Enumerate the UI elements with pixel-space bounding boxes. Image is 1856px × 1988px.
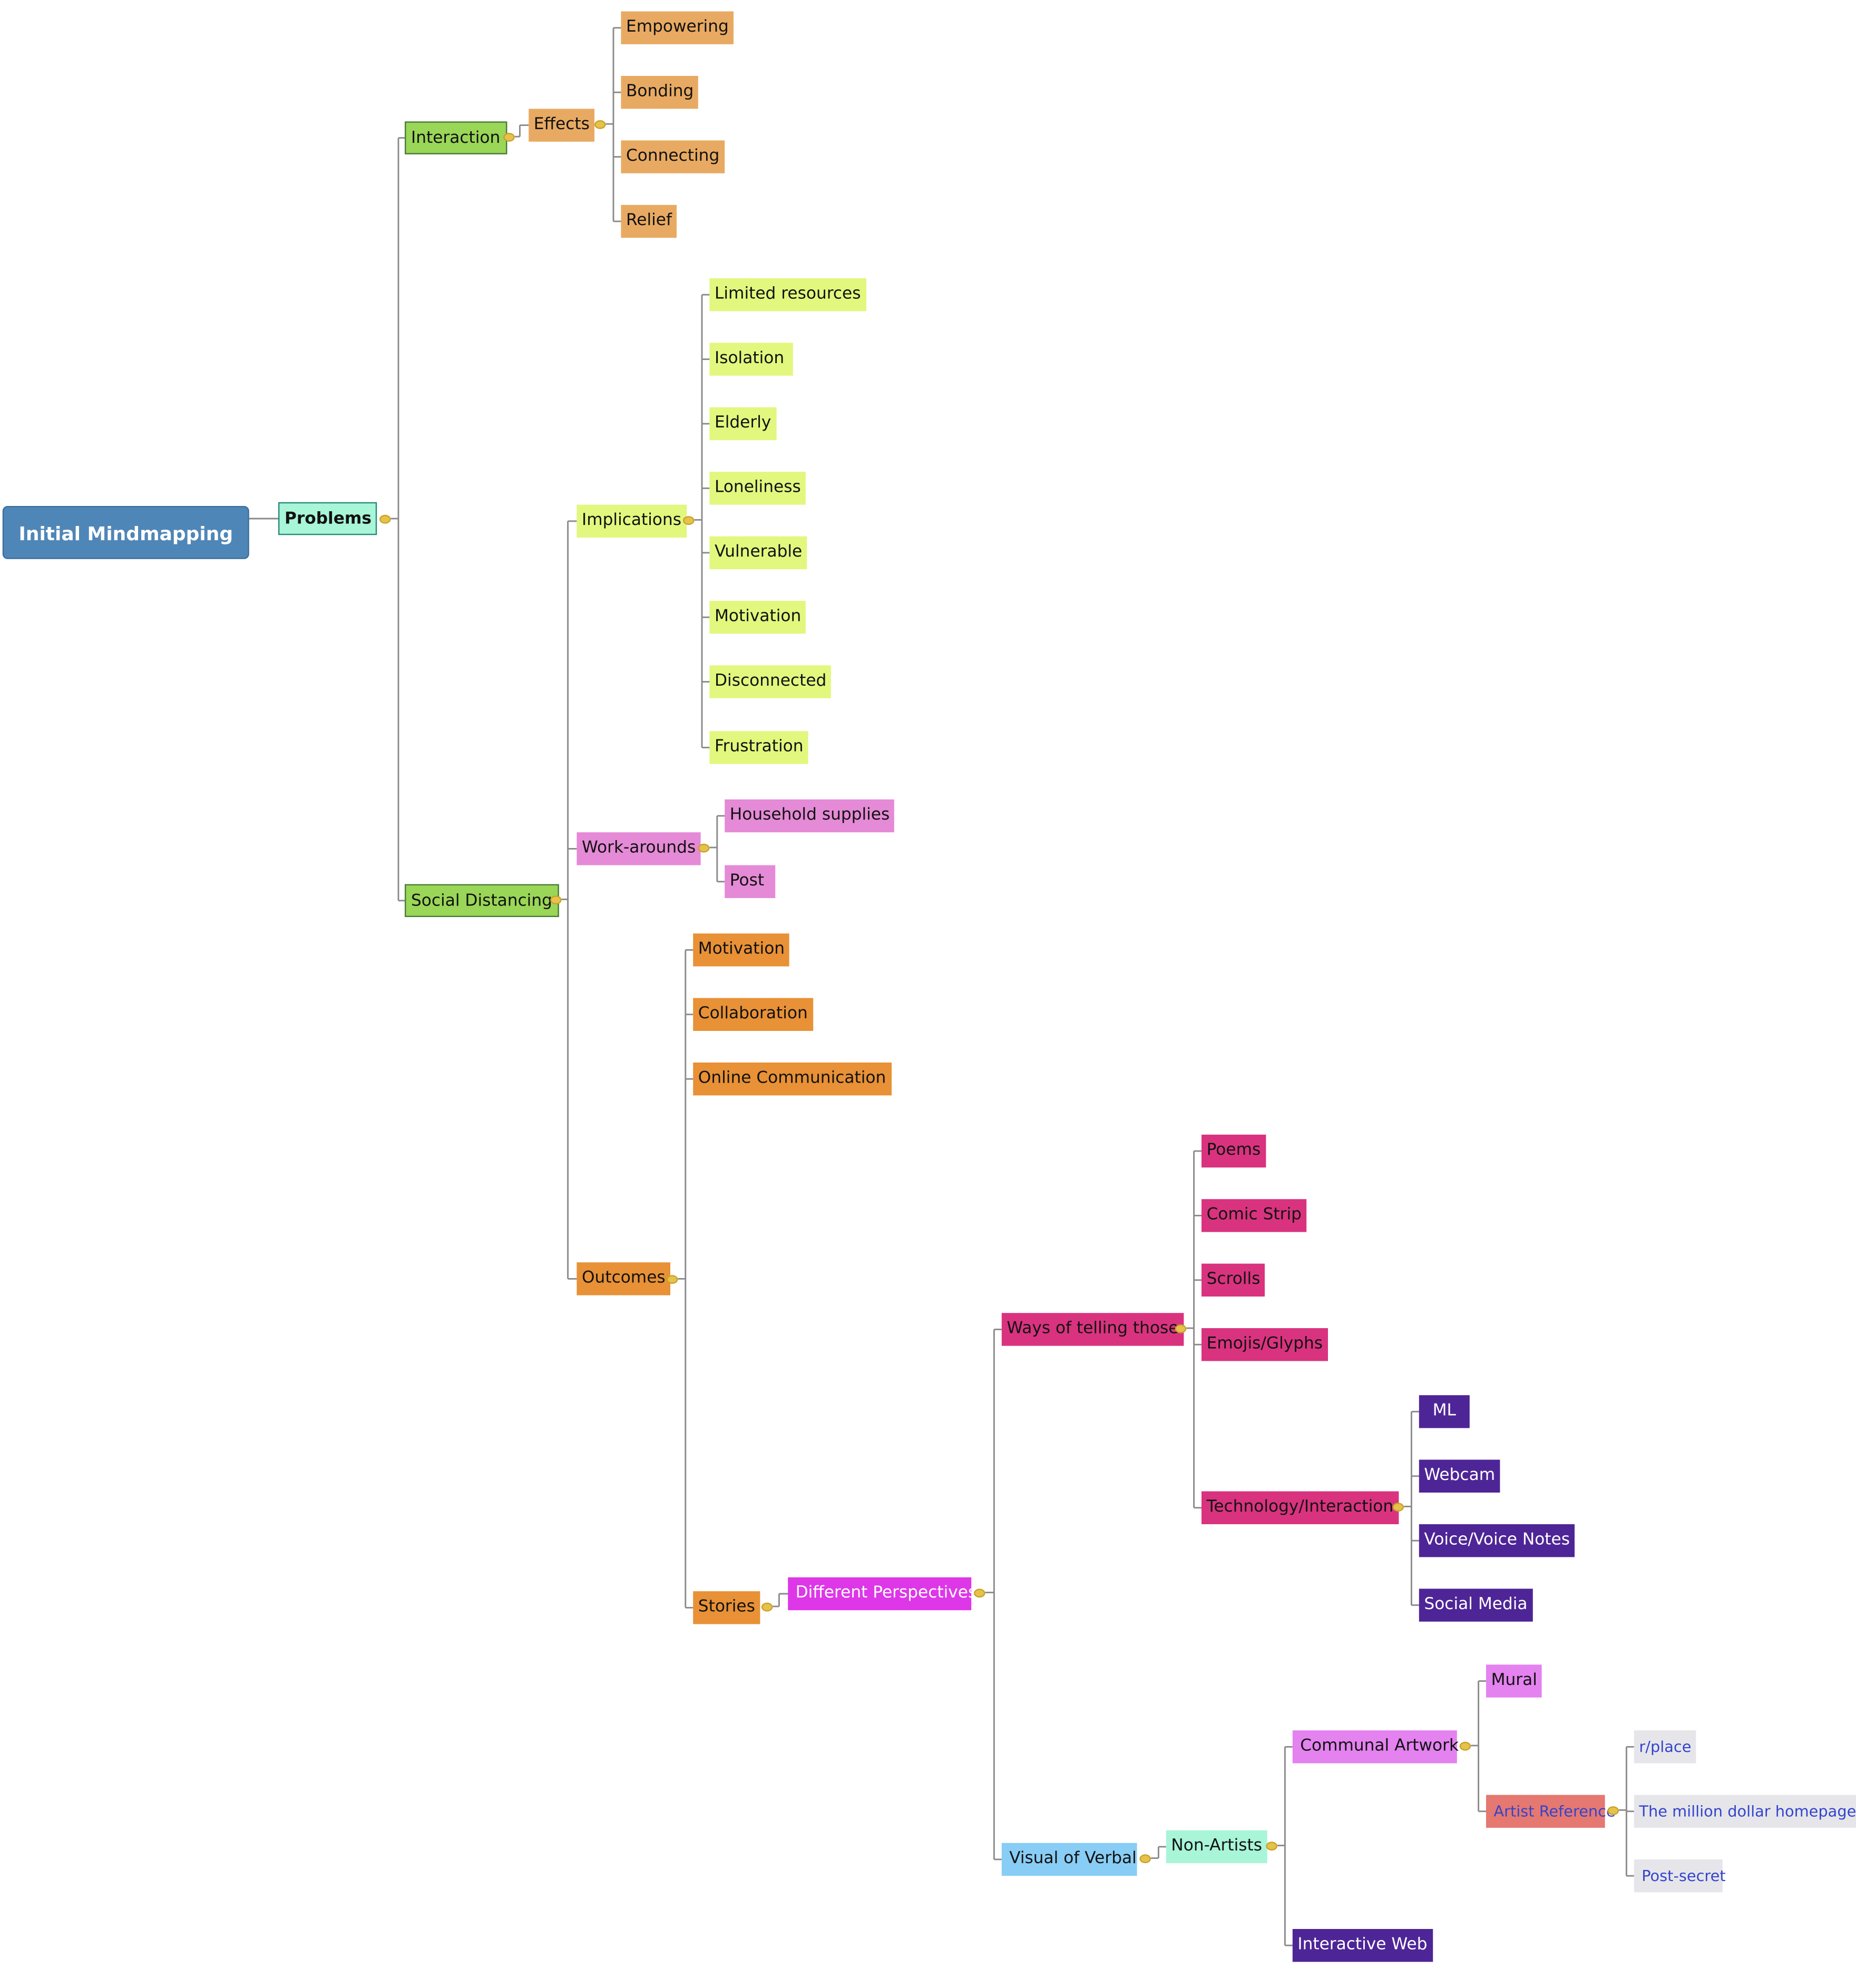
node-mural[interactable]: Mural [1486,1664,1542,1698]
collapse-toggle-icon[interactable] [1459,1741,1471,1751]
collapse-toggle-icon[interactable] [698,843,710,853]
collapse-toggle-icon[interactable] [761,1602,773,1612]
node-ways-of-telling[interactable]: Ways of telling those [1001,1313,1184,1346]
node-collaboration[interactable]: Collaboration [693,998,813,1031]
collapse-toggle-icon[interactable] [1392,1503,1404,1512]
node-motivation-implication[interactable]: Motivation [709,601,806,634]
collapse-toggle-icon[interactable] [503,133,515,142]
node-poems[interactable]: Poems [1201,1134,1266,1168]
node-scrolls[interactable]: Scrolls [1201,1263,1266,1297]
node-post[interactable]: Post [725,865,776,899]
node-webcam[interactable]: Webcam [1419,1459,1500,1493]
collapse-toggle-icon[interactable] [550,895,562,905]
node-household-supplies[interactable]: Household supplies [725,799,895,833]
node-motivation-outcome[interactable]: Motivation [693,933,790,967]
node-implications[interactable]: Implications [577,504,687,538]
root-node[interactable]: Initial Mindmapping [2,506,249,559]
node-ml[interactable]: ML [1419,1395,1470,1428]
node-vulnerable[interactable]: Vulnerable [709,536,807,569]
collapse-toggle-icon[interactable] [594,120,606,129]
node-visual-of-verbal[interactable]: Visual of Verbal [1001,1843,1137,1876]
collapse-toggle-icon[interactable] [1266,1841,1277,1851]
node-loneliness[interactable]: Loneliness [709,472,806,505]
node-outcomes[interactable]: Outcomes [577,1262,671,1295]
node-non-artists[interactable]: Non-Artists [1166,1830,1267,1864]
node-interaction[interactable]: Interaction [405,121,507,154]
node-comic-strip[interactable]: Comic Strip [1201,1199,1307,1232]
node-social-media[interactable]: Social Media [1419,1589,1533,1622]
node-isolation[interactable]: Isolation [709,343,793,376]
node-different-perspectives[interactable]: Different Perspectives [788,1577,976,1611]
node-disconnected[interactable]: Disconnected [709,665,832,698]
node-interactive-web[interactable]: Interactive Web [1292,1929,1433,1962]
collapse-toggle-icon[interactable] [1139,1854,1151,1864]
node-limited-resources[interactable]: Limited resources [709,278,866,311]
node-technology-interaction[interactable]: Technology/Interaction [1201,1491,1399,1524]
node-artist-reference[interactable]: Artist Reference [1486,1795,1616,1828]
node-problems[interactable]: Problems [278,502,377,535]
node-empowering[interactable]: Empowering [621,11,734,45]
node-relief[interactable]: Relief [621,204,677,238]
node-workarounds[interactable]: Work-arounds [577,832,701,865]
collapse-toggle-icon[interactable] [974,1589,985,1598]
collapse-toggle-icon[interactable] [666,1275,678,1284]
node-connecting[interactable]: Connecting [621,140,725,173]
node-communal-artwork[interactable]: Communal Artwork [1292,1730,1459,1763]
collapse-toggle-icon[interactable] [379,514,391,524]
collapse-toggle-icon[interactable] [683,516,695,525]
node-voice-notes[interactable]: Voice/Voice Notes [1419,1524,1575,1557]
node-frustration[interactable]: Frustration [709,731,809,764]
node-stories[interactable]: Stories [693,1591,760,1624]
collapse-toggle-icon[interactable] [1175,1324,1187,1333]
node-social-distancing[interactable]: Social Distancing [405,884,559,918]
node-online-communication[interactable]: Online Communication [693,1063,891,1096]
collapse-toggle-icon[interactable] [1607,1806,1619,1816]
node-effects[interactable]: Effects [529,109,595,142]
link-million-dollar-homepage[interactable]: The million dollar homepage [1634,1795,1856,1828]
link-post-secret[interactable]: Post-secret [1634,1859,1726,1893]
node-emojis-glyphs[interactable]: Emojis/Glyphs [1201,1328,1328,1361]
node-bonding[interactable]: Bonding [621,76,699,109]
node-elderly[interactable]: Elderly [709,407,776,441]
link-rplace[interactable]: r/place [1634,1730,1697,1763]
